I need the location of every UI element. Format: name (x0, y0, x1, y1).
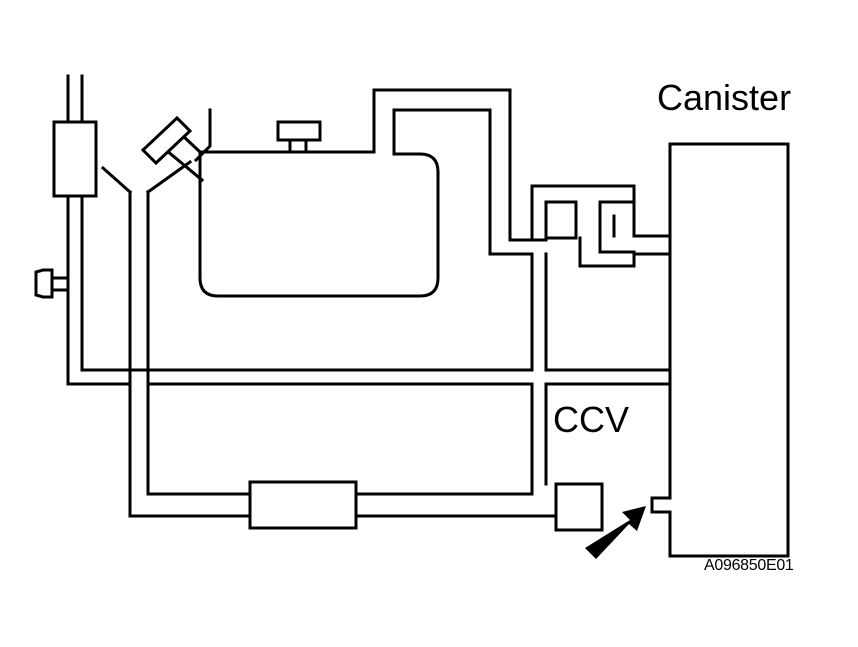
tank-upper-vent-line (198, 88, 548, 242)
canister-label: Canister (657, 77, 792, 118)
filler-neck-pipe (100, 133, 205, 518)
main-horizontal-tube (66, 368, 672, 386)
fuel-tank (198, 108, 534, 372)
inline-filter (52, 120, 98, 198)
canister (650, 142, 790, 558)
fuel-sender-unit (276, 120, 322, 154)
ccv-routing (530, 382, 672, 500)
bottom-tube (128, 478, 558, 518)
valve-assembly (530, 184, 672, 268)
side-fitting (34, 268, 70, 299)
arrow-icon (585, 506, 646, 559)
filler-cap (140, 115, 193, 166)
bottom-inline-filter (248, 480, 358, 530)
figure-code: A096850E01 (704, 557, 794, 574)
ccv-label: CCV (553, 399, 630, 440)
ccv-valve (554, 482, 604, 532)
